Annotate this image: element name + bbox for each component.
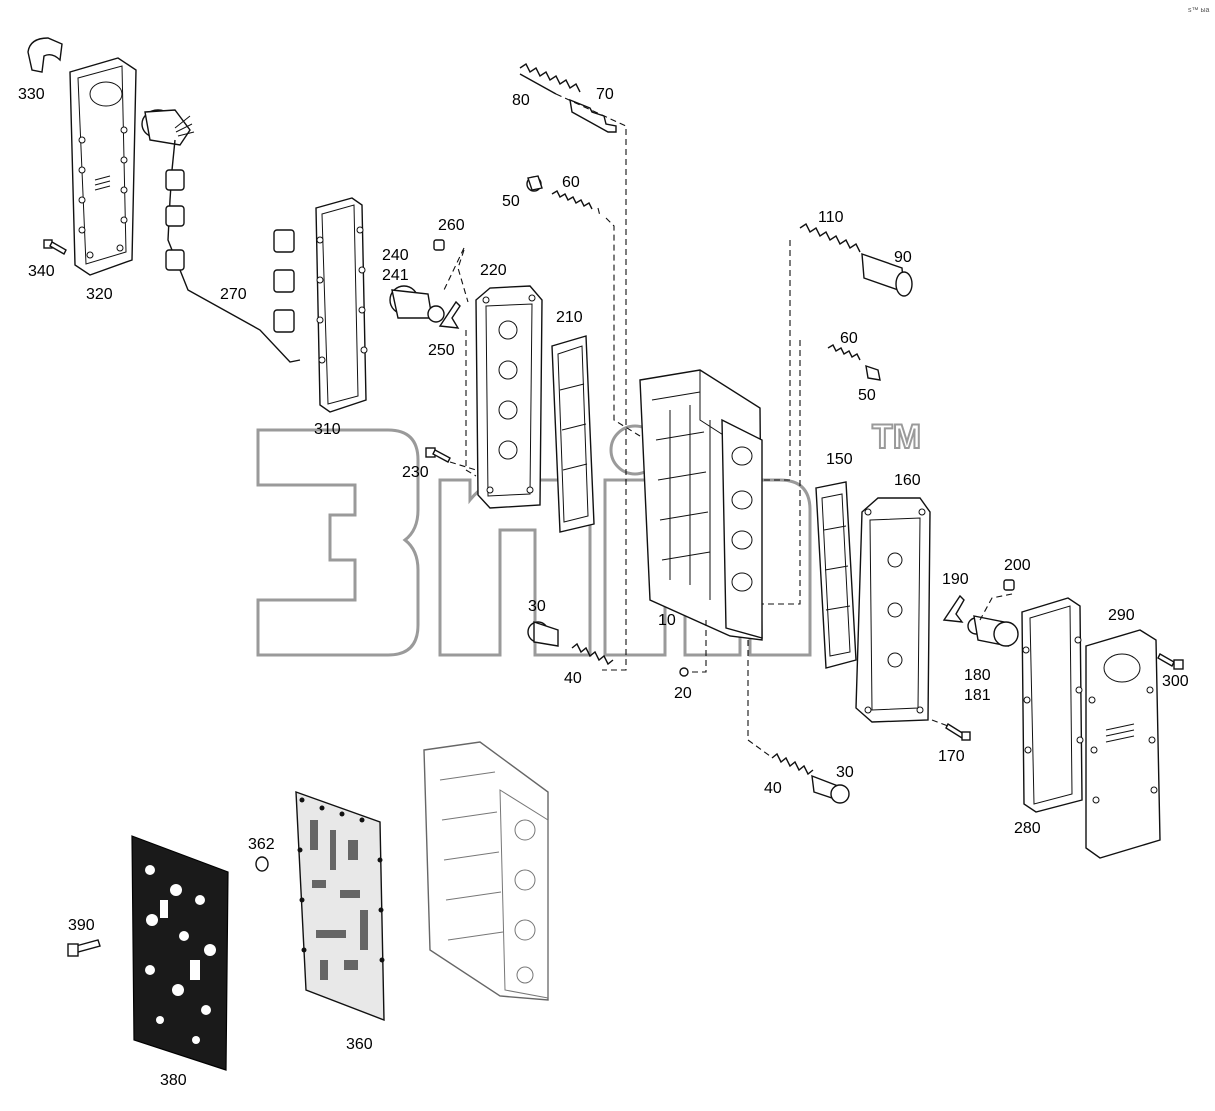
bolt-340 [43, 239, 67, 255]
spring-40-right [771, 752, 814, 776]
bolt-170 [945, 722, 971, 741]
cover-320 [69, 57, 137, 276]
spring-40-left [571, 642, 614, 666]
callout-300: 300 [1162, 673, 1189, 690]
solenoid-240 [389, 285, 445, 323]
callout-80: 80 [512, 92, 530, 109]
bracket-190 [942, 594, 965, 623]
callout-210: 210 [556, 309, 583, 326]
valve-body-assembly-outline [423, 741, 549, 1001]
bolt-390 [67, 939, 101, 957]
callout-330: 330 [18, 86, 45, 103]
callout-280: 280 [1014, 820, 1041, 837]
callout-362: 362 [248, 836, 275, 853]
valve-90 [861, 252, 913, 297]
screw-260 [433, 239, 445, 251]
bracket-250 [438, 300, 461, 329]
trademark-mark: TM [872, 418, 921, 456]
callout-10: 10 [658, 612, 676, 629]
gasket-280 [1021, 597, 1084, 813]
callout-150: 150 [826, 451, 853, 468]
gasket-210 [551, 335, 595, 533]
callout-181: 181 [964, 687, 991, 704]
callout-30-right: 30 [836, 764, 854, 781]
callout-290: 290 [1108, 607, 1135, 624]
gasket-310 [315, 197, 368, 413]
plate-380 [131, 835, 229, 1071]
solenoid-180 [967, 615, 1019, 647]
callout-230: 230 [402, 464, 429, 481]
screw-200 [1003, 579, 1015, 591]
callout-20: 20 [674, 685, 692, 702]
corner-mark: s™ ыа [1188, 7, 1209, 14]
callout-190: 190 [942, 571, 969, 588]
callout-180: 180 [964, 667, 991, 684]
bolt-300 [1157, 653, 1184, 670]
callout-241: 241 [382, 267, 409, 284]
callout-240: 240 [382, 247, 409, 264]
intermediate-plate-220 [475, 285, 543, 509]
bolt-230 [425, 447, 451, 463]
wiring-harness-270 [141, 109, 301, 363]
nut-362 [255, 856, 269, 872]
callout-60-top: 60 [562, 174, 580, 191]
plug-50-top [526, 175, 543, 192]
callout-260: 260 [438, 217, 465, 234]
callout-390: 390 [68, 917, 95, 934]
callout-270: 270 [220, 286, 247, 303]
spring-110 [799, 222, 861, 253]
callout-170: 170 [938, 748, 965, 765]
cover-290 [1085, 629, 1161, 859]
spring-60-right [827, 344, 861, 361]
callout-60-right: 60 [840, 330, 858, 347]
callout-50-right: 50 [858, 387, 876, 404]
spring-60-top [551, 190, 593, 210]
valve-housing-10 [639, 369, 763, 641]
callout-320: 320 [86, 286, 113, 303]
nut-20 [679, 667, 689, 677]
plug-30-left [527, 621, 559, 647]
callout-310: 310 [314, 421, 341, 438]
plug-50-right [865, 364, 881, 381]
callout-380: 380 [160, 1072, 187, 1089]
assembly-lines [443, 93, 1013, 757]
clip-330 [27, 37, 63, 73]
plug-30-right [811, 774, 850, 804]
callout-220: 220 [480, 262, 507, 279]
callout-40-right: 40 [764, 780, 782, 797]
callout-labels: 330 320 340 270 310 80 70 50 60 260 240 … [18, 86, 1189, 1089]
plate-360 [295, 790, 385, 1022]
callout-50-top: 50 [502, 193, 520, 210]
plate-160 [855, 497, 931, 723]
valve-70 [569, 98, 617, 133]
gasket-150 [815, 481, 857, 669]
spring-80 [519, 62, 581, 95]
callout-250: 250 [428, 342, 455, 359]
callout-360: 360 [346, 1036, 373, 1053]
callout-340: 340 [28, 263, 55, 280]
callout-30-left: 30 [528, 598, 546, 615]
callout-110: 110 [818, 209, 844, 226]
callout-70: 70 [596, 86, 614, 103]
callout-40-left: 40 [564, 670, 582, 687]
callout-90: 90 [894, 249, 912, 266]
callout-160: 160 [894, 472, 921, 489]
callout-200: 200 [1004, 557, 1031, 574]
